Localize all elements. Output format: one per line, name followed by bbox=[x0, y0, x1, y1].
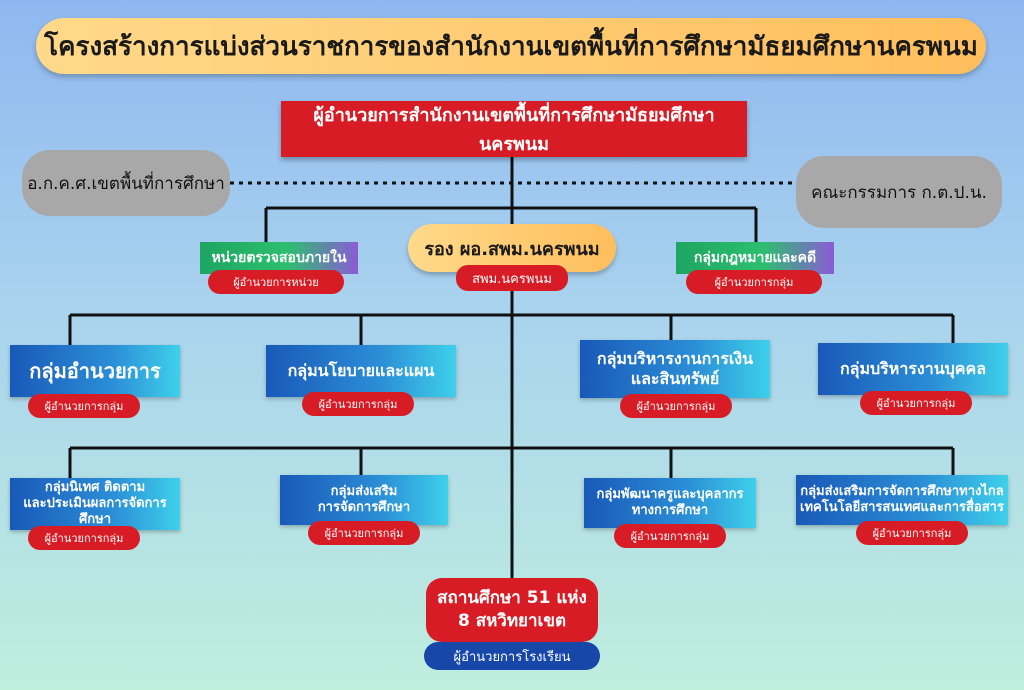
side-left-box: อ.ก.ค.ศ.เขตพื้นที่การศึกษา bbox=[22, 150, 230, 216]
group-supervision-head-pill: ผู้อำนวยการกลุ่ม bbox=[28, 526, 140, 550]
schools-box: สถานศึกษา 51 แห่ง 8 สหวิทยาเขต bbox=[426, 578, 598, 642]
school-director-pill: ผู้อำนวยการโรงเรียน bbox=[424, 642, 600, 670]
audit-unit-box: หน่วยตรวจสอบภายใน bbox=[200, 242, 358, 274]
group-personnel-box: กลุ่มบริหารงานบุคคล bbox=[818, 343, 1008, 395]
side-right-box: คณะกรรมการ ก.ต.ป.น. bbox=[796, 156, 1002, 228]
group-policy-plan-head-pill: ผู้อำนวยการกลุ่ม bbox=[302, 392, 414, 416]
deputy-director-box: รอง ผอ.สพม.นครพนม bbox=[408, 224, 616, 272]
group-administration-box: กลุ่มอำนวยการ bbox=[10, 345, 180, 397]
legal-group-box: กลุ่มกฎหมายและคดี bbox=[676, 242, 834, 274]
group-policy-plan-box: กลุ่มนโยบายและแผน bbox=[266, 345, 456, 397]
group-education-promotion-box: กลุ่มส่งเสริม การจัดการศึกษา bbox=[280, 475, 448, 525]
audit-unit-head-pill: ผู้อำนวยการหน่วย bbox=[208, 270, 344, 294]
director-box: ผู้อำนวยการสำนักงานเขตพื้นที่การศึกษามัธ… bbox=[281, 101, 747, 157]
legal-group-head-pill: ผู้อำนวยการกลุ่ม bbox=[686, 270, 822, 294]
group-distance-ict-box: กลุ่มส่งเสริมการจัดการศึกษาทางไกล เทคโนโ… bbox=[796, 475, 1008, 525]
group-education-promotion-head-pill: ผู้อำนวยการกลุ่ม bbox=[308, 521, 420, 545]
group-supervision-box: กลุ่มนิเทศ ติดตาม และประเมินผลการจัดการศ… bbox=[10, 478, 180, 530]
group-personnel-head-pill: ผู้อำนวยการกลุ่ม bbox=[860, 391, 972, 415]
group-distance-ict-head-pill: ผู้อำนวยการกลุ่ม bbox=[856, 521, 968, 545]
group-teacher-development-head-pill: ผู้อำนวยการกลุ่ม bbox=[614, 524, 726, 548]
deputy-sub-pill: สพม.นครพนม bbox=[456, 265, 568, 291]
page-title: โครงสร้างการแบ่งส่วนราชการของสำนักงานเขต… bbox=[36, 18, 986, 74]
group-finance-assets-head-pill: ผู้อำนวยการกลุ่ม bbox=[620, 394, 732, 418]
group-administration-head-pill: ผู้อำนวยการกลุ่ม bbox=[28, 394, 140, 418]
group-finance-assets-box: กลุ่มบริหารงานการเงิน และสินทรัพย์ bbox=[580, 340, 770, 398]
group-teacher-development-box: กลุ่มพัฒนาครูและบุคลากร ทางการศึกษา bbox=[584, 478, 756, 528]
